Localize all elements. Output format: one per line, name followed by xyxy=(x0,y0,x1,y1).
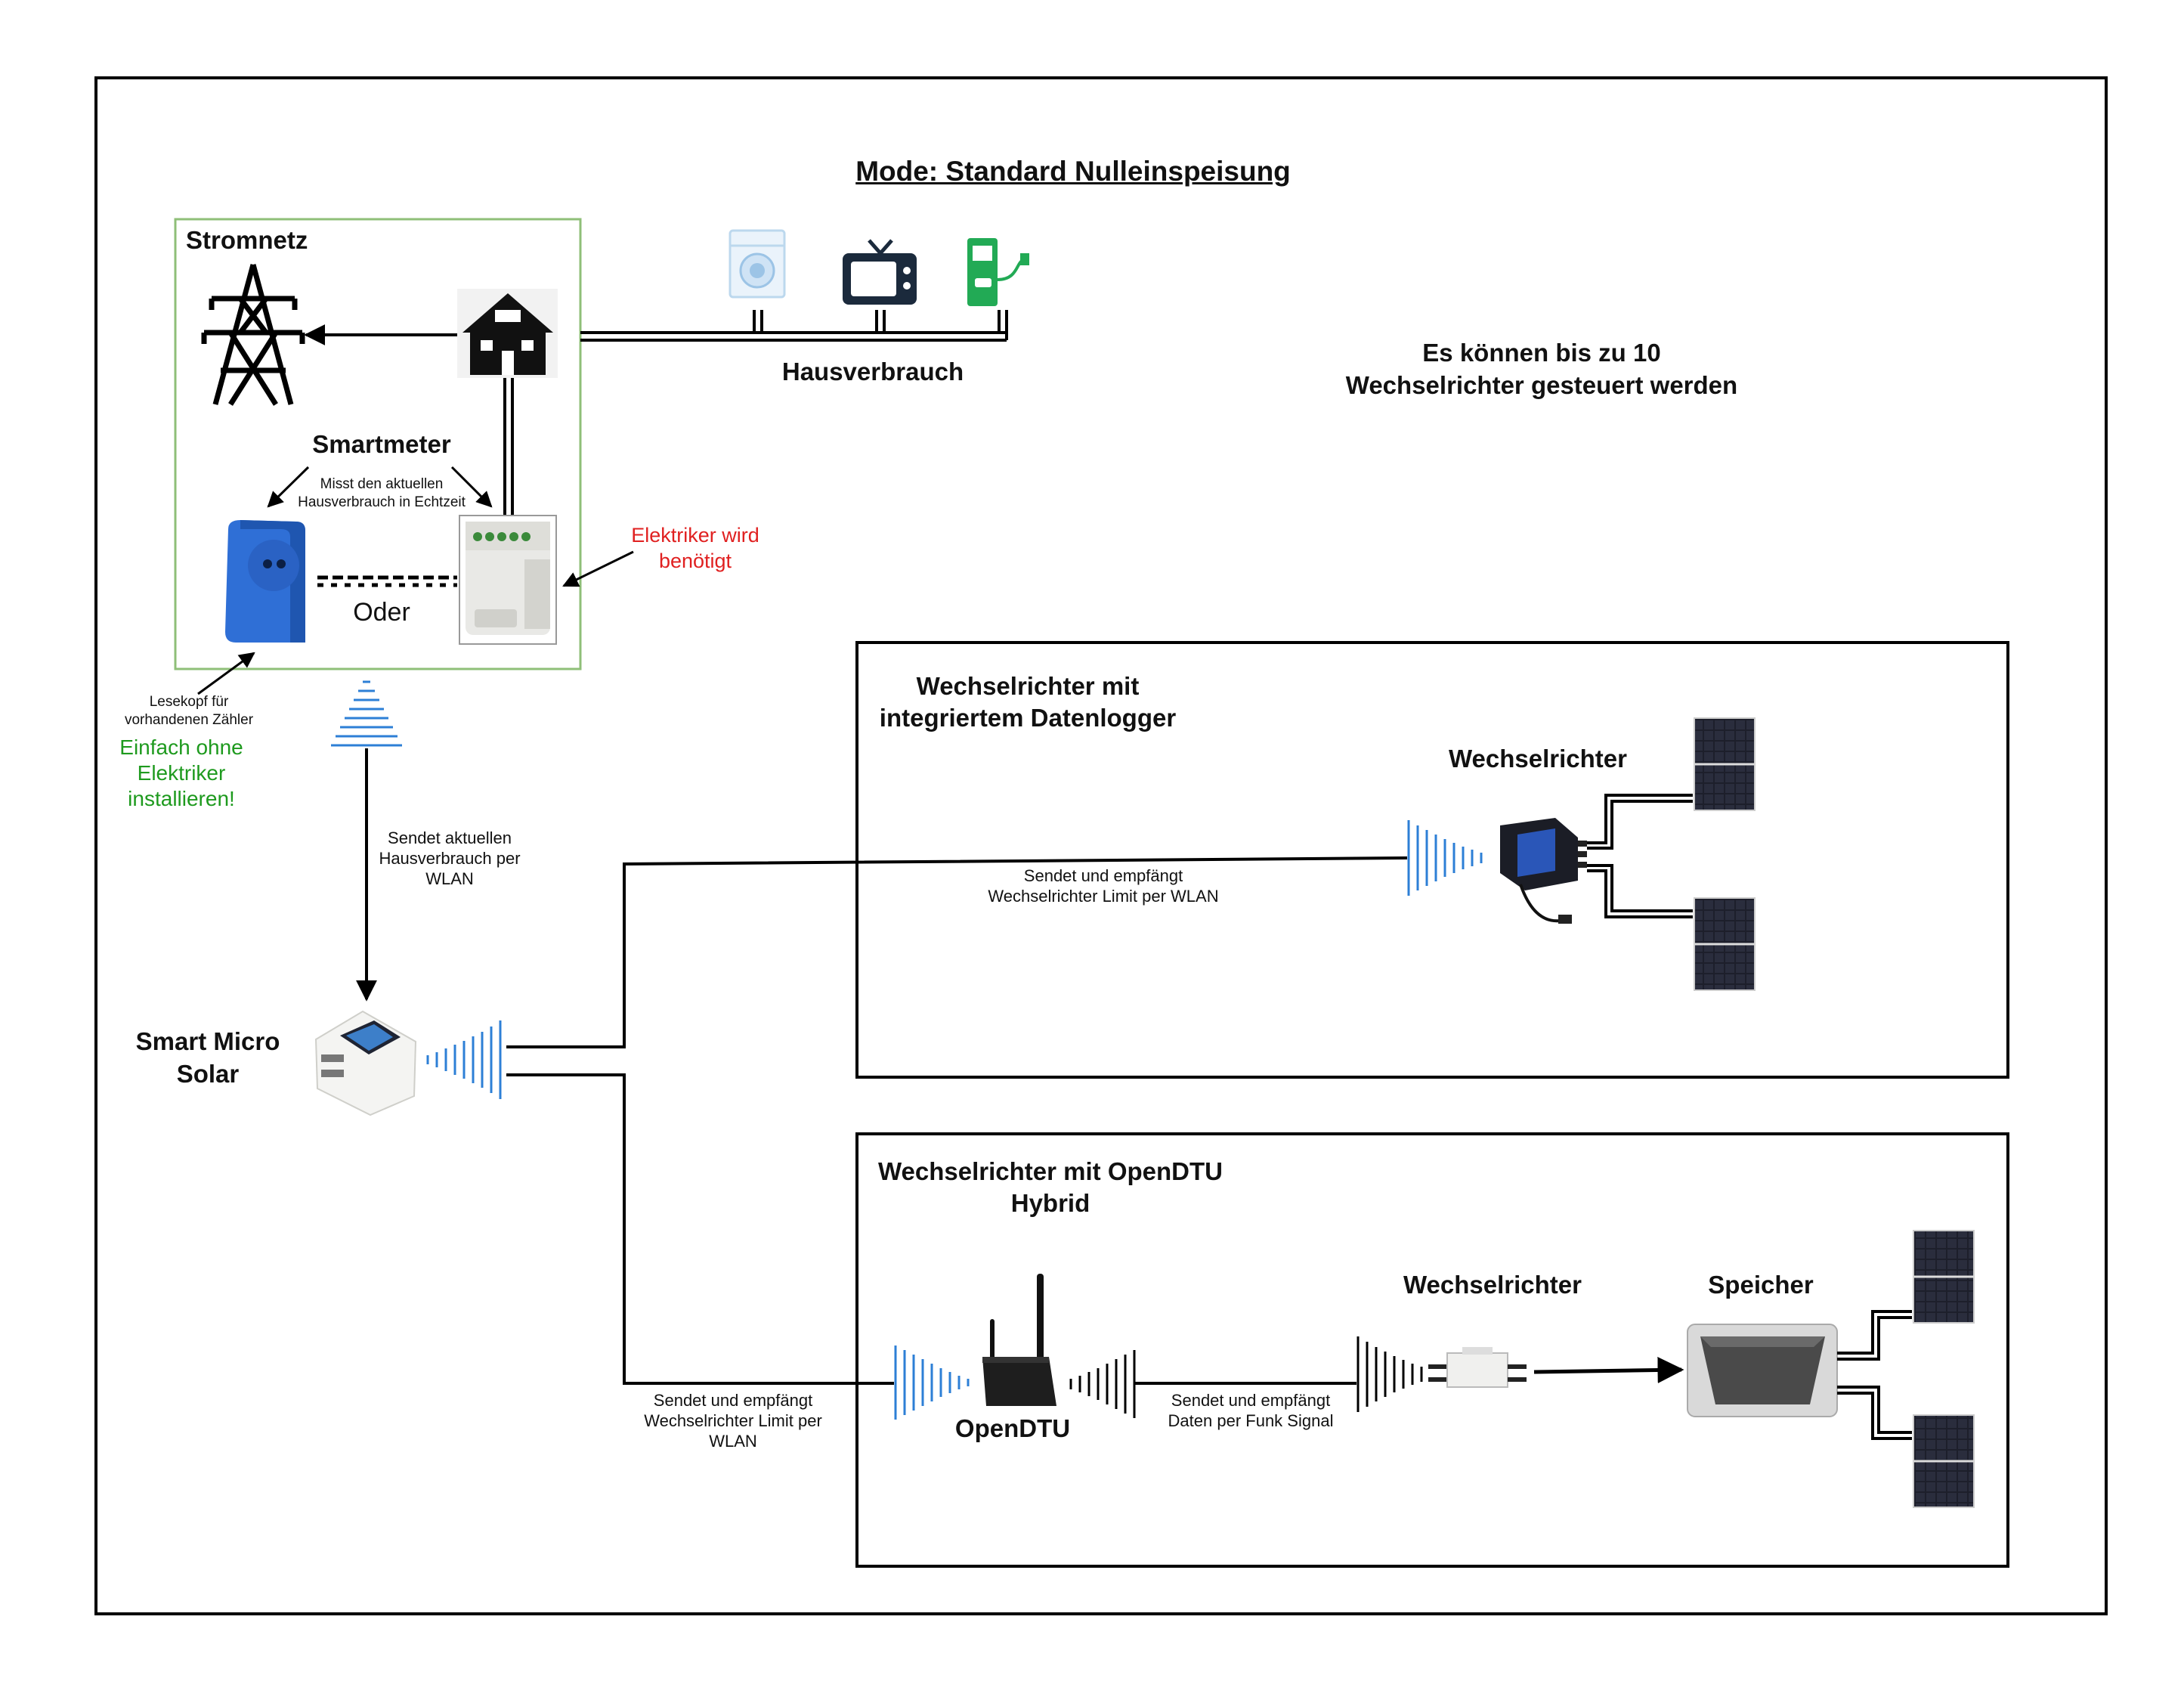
reader-note-line2: vorhandenen Zähler xyxy=(124,712,254,728)
optical-reader-icon xyxy=(225,520,305,643)
solar-panel-icon xyxy=(1694,897,1756,991)
storage-label: Speicher xyxy=(1708,1271,1814,1299)
measure-note-line2: Hausverbrauch in Echtzeit xyxy=(298,494,466,510)
measure-note-line1: Misst den aktuellen xyxy=(320,476,444,492)
panel-wires-1 xyxy=(1587,794,1693,918)
outer-frame xyxy=(94,76,2108,1615)
opendtu-link-line3: WLAN xyxy=(709,1432,757,1451)
wifi-signal-opendtu-out-icon xyxy=(1069,1350,1136,1418)
easy-install-line3: installieren! xyxy=(128,787,235,810)
grid-box xyxy=(174,218,582,670)
sends-consumption-line2: Hausverbrauch per xyxy=(379,849,521,868)
power-tower-icon xyxy=(201,264,305,406)
smart-micro-solar-device-icon xyxy=(314,1010,417,1116)
washing-machine-icon xyxy=(729,229,786,299)
radio-link-line1: Sendet und empfängt xyxy=(1171,1391,1331,1410)
max-inverters-line1: Es können bis zu 10 xyxy=(1422,339,1661,367)
house-icon xyxy=(457,289,558,378)
opendtu-link-line1: Sendet und empfängt xyxy=(653,1391,813,1410)
house-consumption-label: Hausverbrauch xyxy=(781,358,964,386)
house-meter-line xyxy=(503,378,514,516)
inverter-icon xyxy=(1500,818,1587,924)
wifi-signal-up-icon xyxy=(331,680,402,747)
sends-consumption-line3: WLAN xyxy=(425,869,474,888)
electrician-note-line2: benötigt xyxy=(658,550,732,572)
antenna-icon xyxy=(982,1274,1056,1406)
consumption-line xyxy=(580,310,1008,342)
link-to-opendtu xyxy=(506,1073,894,1385)
datalogger-link-line2: Wechselrichter Limit per WLAN xyxy=(988,887,1219,906)
opendtu-label: OpenDTU xyxy=(954,1414,1071,1442)
panel-wires-2 xyxy=(1837,1310,1912,1440)
panel-opendtu xyxy=(855,1132,2009,1568)
micro-inverter-icon xyxy=(1428,1347,1527,1388)
ev-charger-icon xyxy=(967,238,1029,306)
smart-micro-solar-line1: Smart Micro xyxy=(135,1027,280,1055)
sends-consumption-line1: Sendet aktuellen xyxy=(388,828,512,847)
electrician-arrow xyxy=(562,550,634,587)
diagram-title: Mode: Standard Nulleinspeisung xyxy=(855,156,1291,187)
opendtu-inverter-label: Wechselrichter xyxy=(1403,1271,1582,1299)
solar-panel-icon xyxy=(1913,1414,1975,1508)
din-meter-icon xyxy=(459,515,557,645)
smart-micro-solar-line2: Solar xyxy=(176,1060,240,1088)
link-to-datalogger xyxy=(506,856,1408,1048)
datalogger-link-line1: Sendet und empfängt xyxy=(1023,866,1183,885)
easy-install-line1: Einfach ohne xyxy=(119,735,243,759)
tv-icon xyxy=(843,239,917,305)
radio-link-line2: Daten per Funk Signal xyxy=(1168,1411,1334,1430)
arrow-to-reader xyxy=(267,466,310,508)
wifi-signal-opendtu-in-icon xyxy=(894,1346,970,1420)
solar-panel-icon xyxy=(1913,1230,1975,1324)
easy-install-line2: Elektriker xyxy=(137,761,226,785)
panel-datalogger-title-line1: Wechselrichter mit xyxy=(916,672,1140,700)
solar-panel-icon xyxy=(1694,717,1756,811)
arrow-to-din-meter xyxy=(450,466,493,508)
wifi-signal-right-icon xyxy=(426,1020,502,1099)
radio-signal-inverter-icon xyxy=(1356,1336,1423,1412)
battery-storage-icon xyxy=(1687,1324,1838,1417)
reader-note-line1: Lesekopf für xyxy=(149,694,229,710)
smartmeter-label: Smartmeter xyxy=(312,430,451,458)
datalogger-inverter-label: Wechselrichter xyxy=(1449,745,1627,773)
panel-opendtu-title-line2: Hybrid xyxy=(1010,1189,1090,1217)
electrician-note-line1: Elektriker wird xyxy=(631,524,759,547)
or-connection xyxy=(317,575,457,587)
wifi-signal-inverter-icon xyxy=(1407,820,1483,896)
panel-opendtu-title-line1: Wechselrichter mit OpenDTU xyxy=(878,1157,1223,1185)
reader-note-arrow xyxy=(197,652,255,695)
grid-box-label: Stromnetz xyxy=(186,226,308,254)
or-label: Oder xyxy=(353,598,410,627)
inverter-to-storage-arrow xyxy=(1533,1356,1684,1383)
panel-datalogger-title-line2: integriertem Datenlogger xyxy=(879,704,1177,732)
max-inverters-line2: Wechselrichter gesteuert werden xyxy=(1345,371,1738,399)
opendtu-link-line2: Wechselrichter Limit per xyxy=(644,1411,822,1430)
panel-datalogger xyxy=(855,641,2009,1079)
